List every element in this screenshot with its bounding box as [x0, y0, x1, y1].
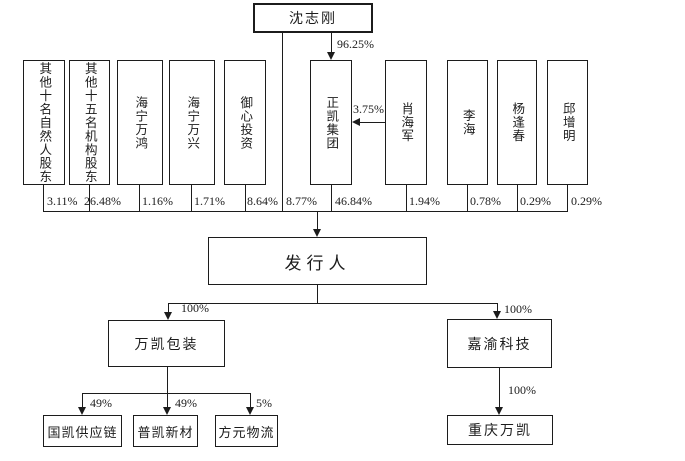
line-bus-to-issuer [317, 211, 318, 230]
pct-label: 0.29% [571, 194, 602, 208]
box-shareholder-xiao-haijun: 肖海军 [385, 60, 427, 185]
line-to-pukai [167, 393, 168, 408]
pct-xiaohaijun-to-zhengkai: 3.75% [353, 102, 384, 116]
shareholder-label: 御心投资 [238, 95, 253, 150]
pct-label: 1.94% [409, 194, 440, 208]
pct-label: 26.48% [84, 194, 121, 208]
pct-label: 46.84% [335, 194, 372, 208]
line-drop [467, 185, 468, 211]
shareholder-label: 李海 [460, 109, 475, 136]
line-to-guokai [82, 393, 83, 408]
box-shareholder-qiu-zengming: 邱增明 [547, 60, 588, 185]
child-label: 国凯供应链 [47, 424, 118, 440]
shareholder-label: 邱增明 [560, 102, 575, 143]
line-to-wankai [168, 303, 169, 313]
pct-label: 0.78% [470, 194, 501, 208]
line-controller-direct [282, 33, 283, 211]
box-controller: 沈志刚 [253, 3, 373, 33]
line-drop [406, 185, 407, 211]
line-issuer-out [317, 285, 318, 303]
pct-wankai-to-fangyuan: 5% [256, 396, 272, 410]
box-guokai-supply-chain: 国凯供应链 [43, 415, 122, 447]
shareholder-label: 正凯集团 [324, 95, 339, 150]
line-wankai-out [167, 367, 168, 393]
box-shareholder-yang-fengchun: 杨逢春 [497, 60, 537, 185]
subsidiary-label: 万凯包装 [134, 337, 199, 353]
pct-jiayu-to-chongqing: 100% [508, 383, 536, 397]
arrowhead-down-icon [493, 311, 501, 319]
shareholder-label: 杨逢春 [510, 102, 525, 143]
shareholder-label: 其他十名自然人股东 [37, 61, 52, 184]
shareholder-label: 肖海军 [399, 102, 414, 143]
line-drop [331, 185, 332, 211]
box-shareholder-haining-wanhong: 海宁万鸿 [117, 60, 163, 185]
arrowhead-down-icon [78, 407, 86, 415]
box-jiayu-technology: 嘉渝科技 [447, 319, 552, 368]
subsidiary-label: 嘉渝科技 [467, 337, 532, 353]
line-ownership-bus [43, 211, 568, 212]
box-shareholder-haining-wanxing: 海宁万兴 [169, 60, 215, 185]
arrowhead-down-icon [327, 52, 335, 60]
box-pukai-new-materials: 普凯新材 [133, 415, 198, 447]
line-subsidiary-split [168, 303, 498, 304]
box-fangyuan-logistics: 方元物流 [215, 415, 278, 447]
child-label: 重庆万凯 [468, 424, 532, 439]
line-drop [245, 185, 246, 211]
line-controller-to-zhengkai [331, 33, 332, 53]
line-jiayu-to-chongqing [499, 368, 500, 408]
box-wankai-packaging: 万凯包装 [108, 320, 225, 367]
pct-wankai-to-guokai: 49% [90, 396, 112, 410]
box-chongqing-wankai: 重庆万凯 [447, 415, 553, 445]
arrowhead-down-icon [313, 229, 321, 237]
box-shareholder-li-hai: 李海 [447, 60, 488, 185]
line-to-fangyuan [250, 393, 251, 408]
child-label: 方元物流 [218, 424, 275, 440]
arrowhead-down-icon [163, 407, 171, 415]
box-shareholder-yuxin-investment: 御心投资 [224, 60, 266, 185]
pct-label: 0.29% [520, 194, 551, 208]
shareholder-label: 其他十五名机构股东 [82, 61, 97, 184]
line-drop [567, 185, 568, 211]
arrowhead-down-icon [246, 407, 254, 415]
box-shareholder-zhengkai-group: 正凯集团 [310, 60, 352, 185]
line-drop [517, 185, 518, 211]
line-drop [191, 185, 192, 211]
pct-issuer-to-wankai: 100% [181, 301, 209, 315]
issuer-label: 发行人 [284, 253, 351, 273]
shareholder-label: 海宁万鸿 [133, 95, 148, 150]
pct-controller-to-zhengkai: 96.25% [337, 37, 374, 51]
arrowhead-down-icon [164, 312, 172, 320]
pct-label: 3.11% [47, 194, 78, 208]
box-shareholder-other-institutions: 其他十五名机构股东 [69, 60, 110, 185]
line-xiaohaijun-to-zhengkai [359, 122, 385, 123]
arrowhead-down-icon [495, 407, 503, 415]
line-drop [43, 185, 44, 211]
box-shareholder-other-individuals: 其他十名自然人股东 [23, 60, 65, 185]
pct-label: 8.64% [247, 194, 278, 208]
line-drop [89, 185, 90, 211]
controller-label: 沈志刚 [289, 12, 337, 27]
line-to-jiayu [497, 303, 498, 312]
shareholder-label: 海宁万兴 [185, 95, 200, 150]
pct-controller-direct: 8.77% [286, 194, 317, 208]
box-issuer: 发行人 [208, 237, 427, 285]
pct-issuer-to-jiayu: 100% [504, 302, 532, 316]
pct-wankai-to-pukai: 49% [175, 396, 197, 410]
line-wankai-children-split [82, 393, 251, 394]
line-drop [139, 185, 140, 211]
pct-label: 1.16% [142, 194, 173, 208]
child-label: 普凯新材 [137, 424, 194, 440]
pct-label: 1.71% [194, 194, 225, 208]
arrowhead-left-icon [352, 118, 360, 126]
